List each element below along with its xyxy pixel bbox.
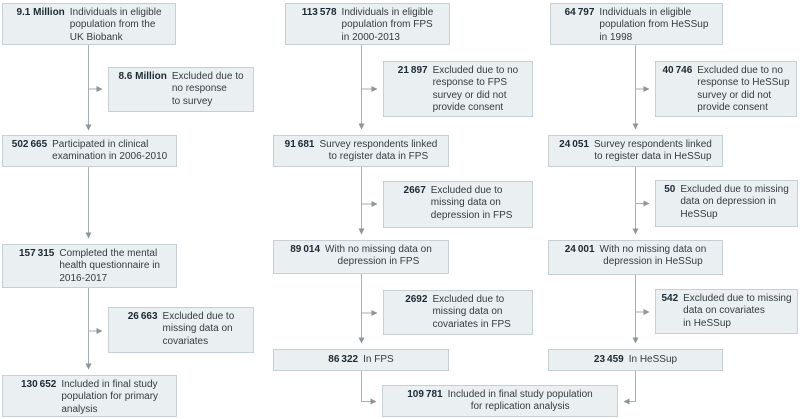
box-label: Excluded due to missing data on covariat…	[162, 311, 235, 347]
box-label: Excluded due to missing data on depressi…	[430, 185, 513, 221]
box-count: 23 459	[593, 353, 624, 365]
box-ukb-clinical-examination: 502 665 Participated in clinical examina…	[2, 135, 177, 167]
box-count: 64 797	[564, 7, 595, 18]
box-count: 50	[664, 184, 676, 195]
box-label: With no missing data on depression in He…	[599, 244, 707, 268]
box-label: In HeSSup	[628, 353, 678, 365]
box-fps-excluded-depression: 2667 Excluded due to missing data on dep…	[383, 181, 533, 228]
box-count: 91 681	[284, 139, 315, 150]
box-hessup-linked-register-data: 24 051 Survey respondents linked to regi…	[548, 135, 723, 167]
box-fps-excluded-covariates: 2692 Excluded due to missing data on cov…	[383, 290, 533, 335]
box-count: 86 322	[328, 353, 359, 365]
box-hessup-eligible-population: 64 797 Individuals in eligible populatio…	[550, 3, 723, 45]
box-count: 130 652	[20, 379, 57, 390]
box-label: In FPS	[363, 353, 394, 365]
box-label: Excluded due to no response to FPS surve…	[432, 65, 519, 114]
box-hessup-excluded-covariates: 542 Excluded due to missing data on cova…	[655, 289, 798, 334]
box-label: Participated in clinical examination in …	[52, 139, 168, 163]
box-count: 8.6 Million	[118, 71, 167, 82]
box-label: Completed the mental health questionnair…	[59, 248, 160, 284]
box-fps-linked-register-data: 91 681 Survey respondents linked to regi…	[273, 135, 449, 167]
box-hessup-excluded-depression: 50 Excluded due to missing data on depre…	[655, 180, 798, 227]
box-ukb-excluded-no-response: 8.6 Million Excluded due to no response …	[108, 67, 254, 112]
box-ukb-final-primary-analysis: 130 652 Included in final study populati…	[2, 375, 177, 417]
box-hessup-no-missing-depression: 24 001 With no missing data on depressio…	[548, 240, 723, 275]
box-label: Survey respondents linked to register da…	[319, 139, 438, 163]
box-label: Excluded due to no response to HeSSup su…	[697, 65, 790, 114]
box-fps-no-missing-depression: 89 014 With no missing data on depressio…	[273, 240, 449, 274]
box-count: 542	[661, 293, 679, 304]
box-fps-excluded-no-response: 21 897 Excluded due to no response to FP…	[383, 61, 533, 117]
box-hessup-final: 23 459 In HeSSup	[548, 349, 723, 371]
box-count: 2667	[403, 185, 426, 196]
box-label: Included in final study population for r…	[447, 389, 593, 413]
box-fps-final: 86 322 In FPS	[273, 349, 449, 371]
box-count: 9.1 Million	[16, 7, 65, 18]
box-hessup-excluded-no-response: 40 746 Excluded due to no response to He…	[655, 61, 797, 117]
box-label: Excluded due to missing data on covariat…	[432, 294, 511, 330]
box-label: Individuals in eligible population from …	[599, 7, 709, 43]
arrow-fps-to-replication	[361, 371, 377, 405]
box-count: 502 665	[11, 139, 48, 150]
box-label: With no missing data on depression in FP…	[325, 244, 432, 268]
box-label: Individuals in eligible population from …	[69, 7, 162, 43]
box-label: Included in final study population for p…	[61, 379, 159, 415]
box-label: Excluded due to no response to survey	[171, 71, 244, 107]
box-fps-eligible-population: 113 578 Individuals in eligible populati…	[285, 3, 450, 45]
box-ukb-eligible-population: 9.1 Million Individuals in eligible popu…	[2, 3, 176, 45]
box-count: 157 315	[18, 248, 55, 259]
box-count: 21 897	[397, 65, 428, 76]
box-count: 24 001	[564, 244, 595, 255]
box-count: 113 578	[301, 7, 337, 18]
box-count: 26 663	[127, 311, 158, 322]
box-ukb-mental-health-questionnaire: 157 315 Completed the mental health ques…	[2, 244, 177, 288]
box-count: 40 746	[662, 65, 693, 76]
box-count: 109 781	[407, 389, 443, 400]
box-count: 2692	[405, 294, 428, 305]
box-label: Excluded due to missing data on covariat…	[683, 293, 792, 329]
box-count: 89 014	[290, 244, 321, 255]
arrow-hessup-to-replication	[623, 371, 636, 405]
box-label: Excluded due to missing data on depressi…	[680, 184, 789, 220]
box-count: 24 051	[559, 139, 589, 150]
box-ukb-excluded-covariates: 26 663 Excluded due to missing data on c…	[108, 307, 254, 353]
box-replication-final: 109 781 Included in final study populati…	[382, 385, 618, 417]
box-label: Individuals in eligible population from …	[341, 7, 434, 43]
box-label: Survey respondents linked to register da…	[593, 139, 712, 163]
